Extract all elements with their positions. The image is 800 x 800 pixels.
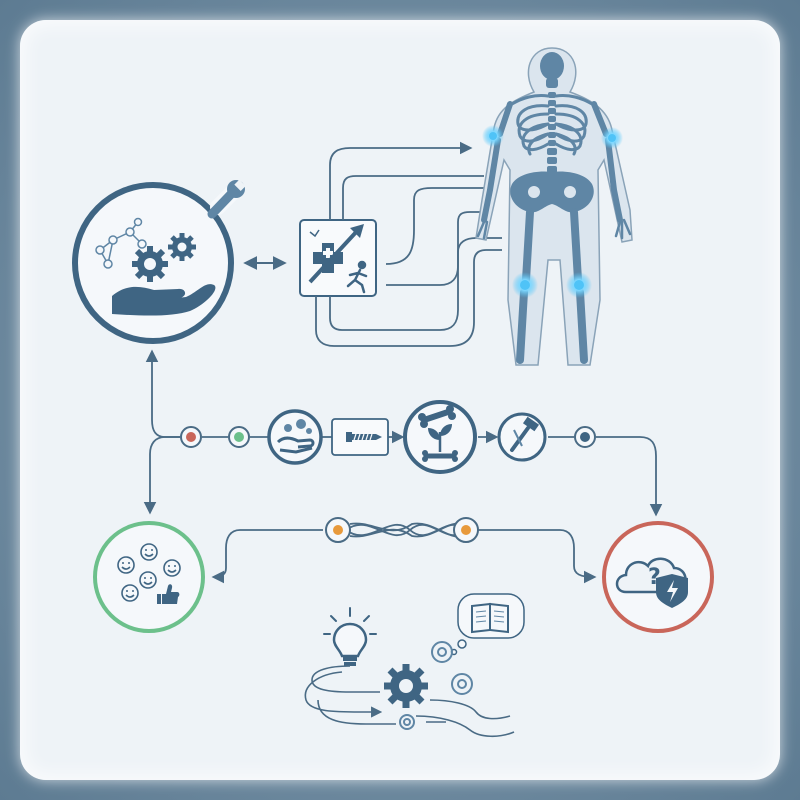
to-risk-outcome-arrow (596, 436, 663, 517)
gear-icon (132, 233, 196, 282)
to-positive-outcome-arrow (143, 436, 180, 515)
large-gear-icon (384, 664, 428, 708)
open-book-icon (450, 593, 525, 656)
to-tech-hub-arrow (145, 349, 180, 438)
upward-arrow-icon (308, 228, 360, 284)
network-graph-icon (95, 217, 147, 269)
flow-lines (304, 665, 515, 738)
gray-status-dot (574, 426, 596, 448)
tech-hub-node (72, 179, 246, 344)
hands-holding-icon (267, 409, 323, 465)
orange-node-right (453, 517, 479, 543)
ideas-cluster (304, 593, 525, 738)
bone-hammer-icon (497, 412, 547, 462)
process-chain (143, 349, 663, 517)
red-status-dot (180, 426, 202, 448)
rehab-skeleton-connectors (315, 141, 502, 347)
screw-icon (331, 418, 389, 456)
diagram-panel (20, 20, 780, 780)
open-hand-icon (112, 284, 216, 316)
orange-node-left (325, 517, 351, 543)
human-skeleton-icon (475, 47, 633, 366)
thumbs-up-icon (157, 584, 180, 604)
green-status-dot (228, 426, 250, 448)
wrench-icon (207, 179, 246, 219)
positive-outcome-node (93, 521, 205, 633)
highlighted-joints (482, 125, 623, 298)
shield-icon (656, 574, 688, 608)
happy-faces-icon (117, 543, 181, 602)
bone-growth-plant-icon (403, 400, 477, 474)
lightbulb-icon (323, 607, 377, 666)
twisted-link (211, 517, 597, 584)
risk-outcome-node: ? (602, 521, 714, 633)
small-gears-icon (399, 641, 473, 730)
rehab-box-node (299, 219, 377, 297)
runner-icon (346, 260, 368, 294)
